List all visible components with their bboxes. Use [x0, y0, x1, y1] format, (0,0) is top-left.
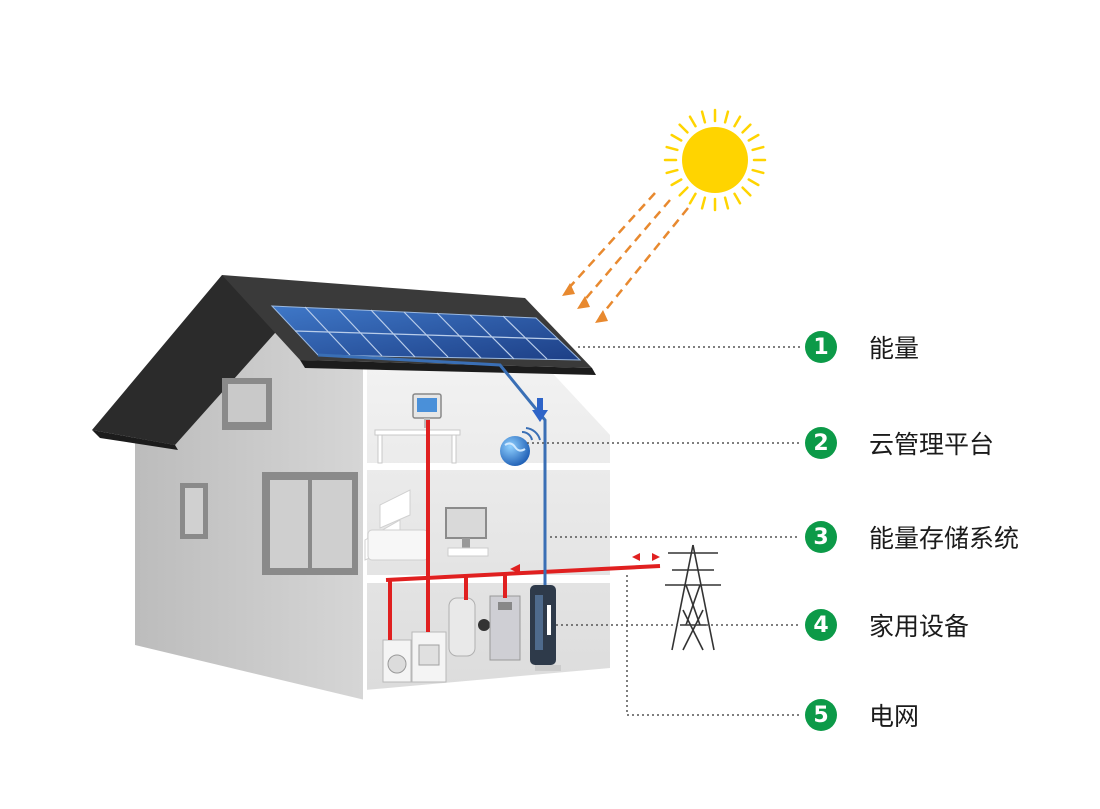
battery-storage-icon	[530, 585, 561, 671]
sun-ray	[670, 133, 683, 142]
sun-ray	[688, 115, 697, 128]
sun-ray	[747, 133, 760, 142]
legend-label: 云管理平台	[869, 430, 995, 459]
window-large	[262, 472, 358, 575]
sun-ray	[688, 192, 697, 205]
sun-ray	[723, 110, 730, 124]
dryer-icon	[411, 631, 447, 683]
sun-ray	[700, 196, 707, 210]
sun-ray	[700, 110, 707, 124]
sun-ray	[751, 145, 765, 152]
sun-ray	[751, 168, 765, 175]
legend-label: 能量	[869, 334, 920, 363]
sun-ray	[665, 145, 679, 152]
solar-panel-icon	[270, 305, 582, 361]
water-heater-icon	[448, 597, 490, 657]
sun-ray	[670, 178, 683, 187]
legend-number-badge: 2	[805, 427, 837, 459]
sun-ray	[678, 123, 689, 134]
power-lines	[385, 420, 661, 640]
transmission-tower-icon	[665, 544, 721, 651]
desk	[374, 429, 461, 464]
sofa	[367, 529, 429, 561]
legend-number-badge: 1	[805, 331, 837, 363]
legend-number-badge: 4	[805, 609, 837, 641]
sun-ray	[723, 196, 730, 210]
boiler-icon	[489, 595, 521, 661]
legend-item-cloud-platform: 2 云管理平台	[805, 425, 994, 461]
legend-label: 能量存储系统	[869, 524, 1020, 553]
sun-ray	[733, 192, 742, 205]
power-flow-arrows	[510, 553, 660, 574]
sun-ray	[665, 168, 679, 175]
sun-ray	[747, 178, 760, 187]
legend-label: 家用设备	[869, 612, 970, 641]
sunlight-arrowheads	[562, 283, 608, 323]
tv-icon	[445, 507, 489, 557]
window-side	[180, 483, 208, 539]
sun-ray	[733, 115, 742, 128]
sun-ray	[741, 186, 752, 197]
download-arrow-icon	[532, 410, 548, 422]
leader-lines	[527, 346, 800, 716]
data-line	[317, 353, 547, 585]
legend-number-badge: 5	[805, 699, 837, 731]
sunlight-rays	[566, 192, 689, 318]
sun-ray	[741, 123, 752, 134]
legend-number-badge: 3	[805, 521, 837, 553]
legend-item-home-appliances: 4 家用设备	[805, 607, 969, 643]
legend-item-energy: 1 能量	[805, 329, 919, 365]
legend-item-power-grid: 5 电网	[805, 697, 919, 733]
legend-item-storage-system: 3 能量存储系统	[805, 519, 1019, 555]
sun-icon	[663, 108, 767, 212]
sun-ray	[678, 186, 689, 197]
cloud-globe-icon	[500, 427, 541, 466]
window-upper	[222, 378, 272, 430]
washing-machine-icon	[382, 639, 412, 683]
legend-label: 电网	[869, 702, 920, 731]
